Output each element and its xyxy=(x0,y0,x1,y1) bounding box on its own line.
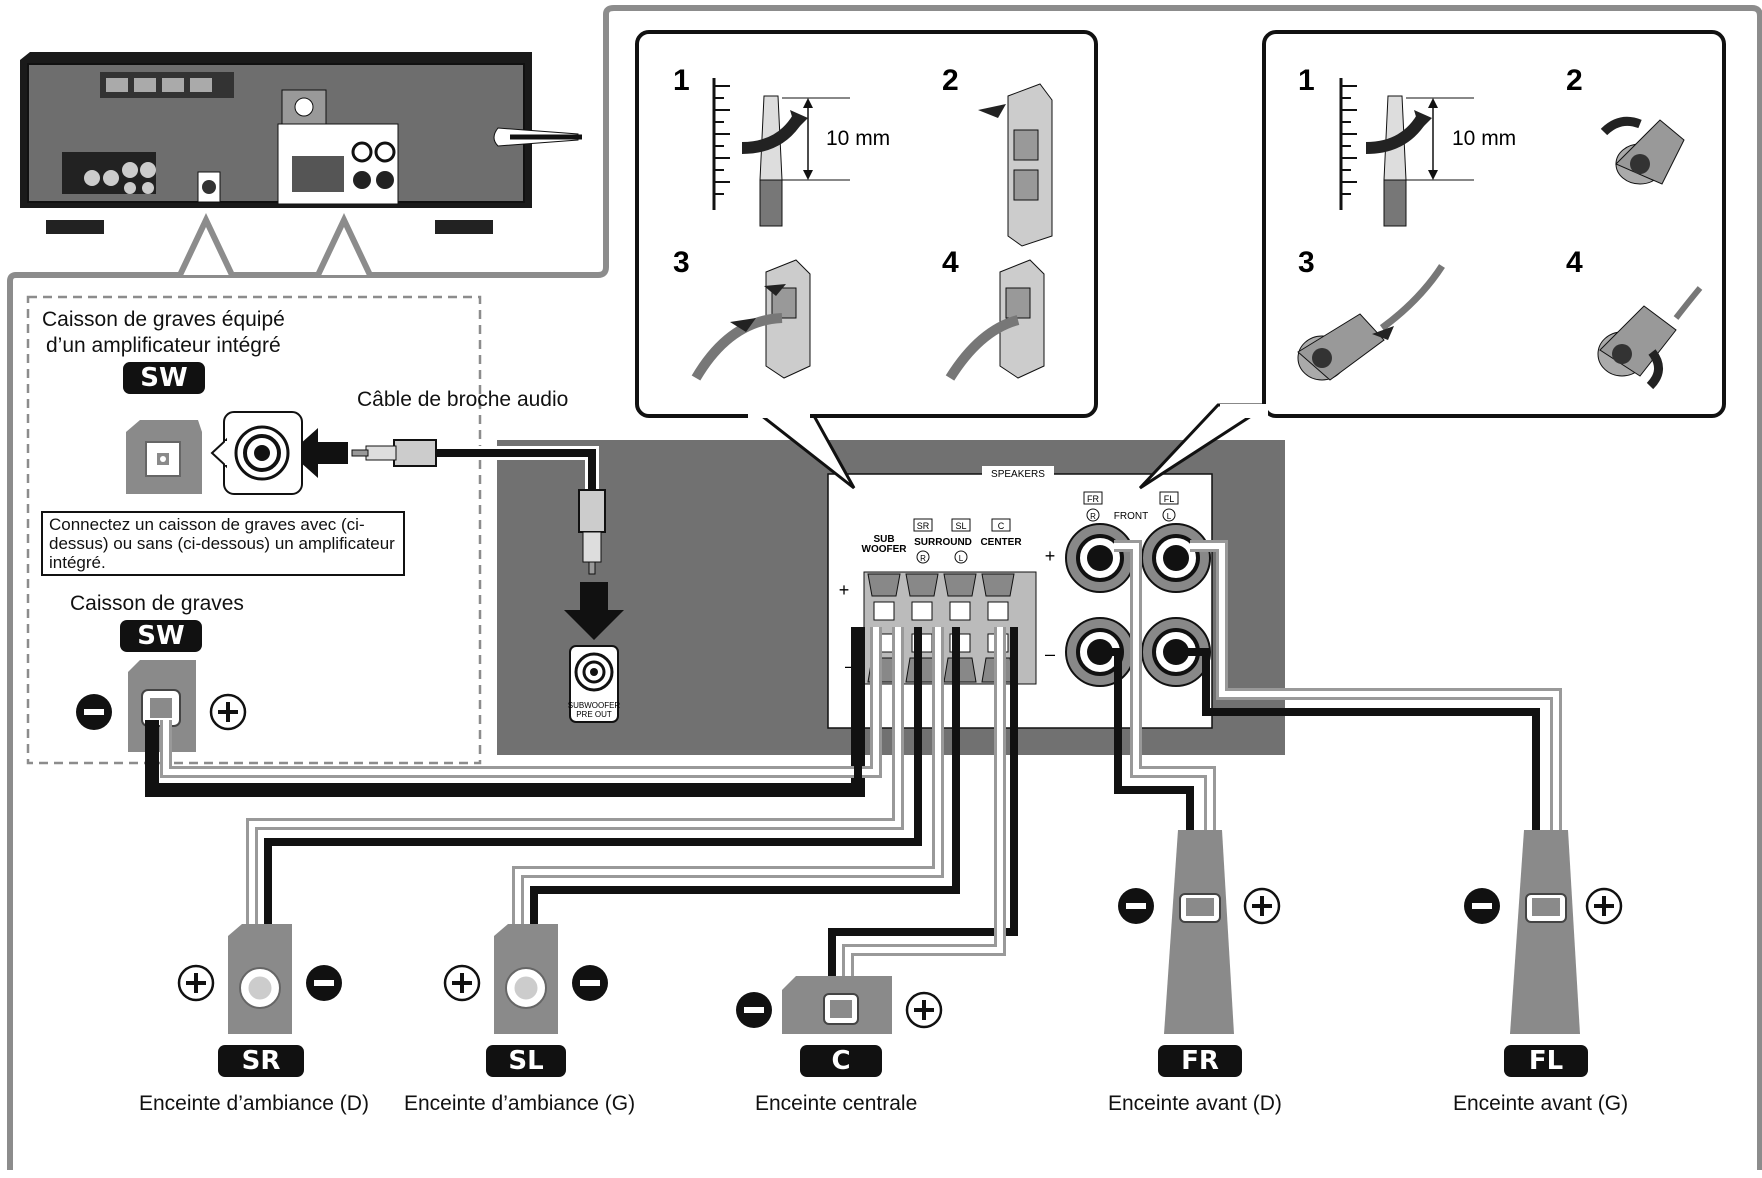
powered-subwoofer xyxy=(126,411,303,495)
panel-plus-left: + xyxy=(839,580,850,600)
outer-frame xyxy=(7,5,1762,1170)
speaker-fl xyxy=(1464,830,1623,1034)
step-2-unscrew-knob-illustration xyxy=(1600,116,1685,185)
speaker-fr-badge: FR xyxy=(1158,1045,1242,1077)
subwoofer-pre-out-label-2: PRE OUT xyxy=(576,710,612,719)
binding-step-4-number: 4 xyxy=(1566,246,1583,279)
sub-woofer-label-2: WOOFER xyxy=(862,544,908,555)
step-1-strip-binding-illustration xyxy=(1339,78,1474,227)
powered-subwoofer-badge: SW xyxy=(123,362,205,394)
front-r-mark: R xyxy=(1090,512,1096,521)
spring-measure-label: 10 mm xyxy=(826,127,890,150)
speaker-c xyxy=(736,976,943,1034)
tag-sr: SR xyxy=(917,521,930,531)
front-label: FRONT xyxy=(1114,511,1148,522)
subwoofer-connection-note: Connectez un caisson de graves avec (ci-… xyxy=(41,511,405,576)
step-3-insert-wire-binding-illustration xyxy=(1297,264,1445,381)
callout-wedge-sub xyxy=(177,212,235,277)
callout-wedge-speakers xyxy=(315,212,373,277)
subwoofer-options-box xyxy=(26,295,482,765)
spring-step-4-number: 4 xyxy=(942,246,959,279)
tag-c: C xyxy=(998,521,1005,531)
tag-fr: FR xyxy=(1087,494,1099,504)
step-4-tighten-knob-illustration xyxy=(1597,286,1703,390)
binding-measure-label: 10 mm xyxy=(1452,127,1516,150)
binding-step-1-number: 1 xyxy=(1298,64,1315,97)
speaker-wires xyxy=(145,540,1562,1002)
passive-subwoofer-badge: SW xyxy=(120,620,202,652)
receiver-rear-panel xyxy=(20,52,582,234)
center-label: CENTER xyxy=(980,537,1022,548)
spring-step-2-number: 2 xyxy=(942,64,959,97)
panel-plus-front: + xyxy=(1045,546,1056,566)
arrow-to-pre-out xyxy=(564,582,624,640)
audio-pin-cable xyxy=(351,439,606,575)
surround-label: SURROUND xyxy=(914,537,972,548)
powered-subwoofer-title-2: d’un amplificateur intégré xyxy=(46,334,281,357)
binding-step-3-number: 3 xyxy=(1298,246,1315,279)
speaker-sl-badge: SL xyxy=(486,1045,566,1077)
front-l-mark: L xyxy=(1167,512,1172,521)
speaker-sr xyxy=(177,924,342,1034)
speaker-fl-label: Enceinte avant (G) xyxy=(1453,1092,1629,1115)
speakers-panel-label: SPEAKERS xyxy=(991,469,1045,480)
surround-r-mark: R xyxy=(920,554,926,563)
step-2-press-tab-illustration xyxy=(978,83,1053,247)
arrow-to-subwoofer xyxy=(290,428,348,478)
speaker-sl xyxy=(443,924,608,1034)
panel-minus-front: – xyxy=(1045,644,1055,664)
sub-woofer-label-1: SUB xyxy=(873,534,894,545)
passive-subwoofer-title: Caisson de graves xyxy=(70,592,244,615)
speaker-sl-label: Enceinte d’ambiance (G) xyxy=(404,1092,636,1115)
speaker-fr xyxy=(1118,830,1281,1034)
step-4-release-tab-illustration xyxy=(945,259,1045,381)
step-3-insert-wire-illustration xyxy=(691,259,811,381)
tag-fl: FL xyxy=(1164,494,1175,504)
panel-minus-left: – xyxy=(845,656,855,676)
speaker-fr-label: Enceinte avant (D) xyxy=(1108,1092,1282,1115)
speaker-c-label: Enceinte centrale xyxy=(755,1092,918,1115)
speaker-c-badge: C xyxy=(800,1045,882,1077)
powered-subwoofer-title-1: Caisson de graves équipé xyxy=(42,308,285,331)
subwoofer-pre-out-jack: SUBWOOFER PRE OUT xyxy=(568,645,621,723)
binding-step-2-number: 2 xyxy=(1566,64,1583,97)
speaker-fl-badge: FL xyxy=(1504,1045,1588,1077)
tag-sl: SL xyxy=(955,521,966,531)
step-1-strip-illustration xyxy=(712,78,850,227)
surround-l-mark: L xyxy=(959,554,964,563)
speaker-sr-badge: SR xyxy=(218,1045,304,1077)
subwoofer-pre-out-label-1: SUBWOOFER xyxy=(568,701,621,710)
speaker-sr-label: Enceinte d’ambiance (D) xyxy=(139,1092,369,1115)
spring-step-3-number: 3 xyxy=(673,246,690,279)
spring-step-1-number: 1 xyxy=(673,64,690,97)
audio-pin-cable-label: Câble de broche audio xyxy=(357,388,569,411)
